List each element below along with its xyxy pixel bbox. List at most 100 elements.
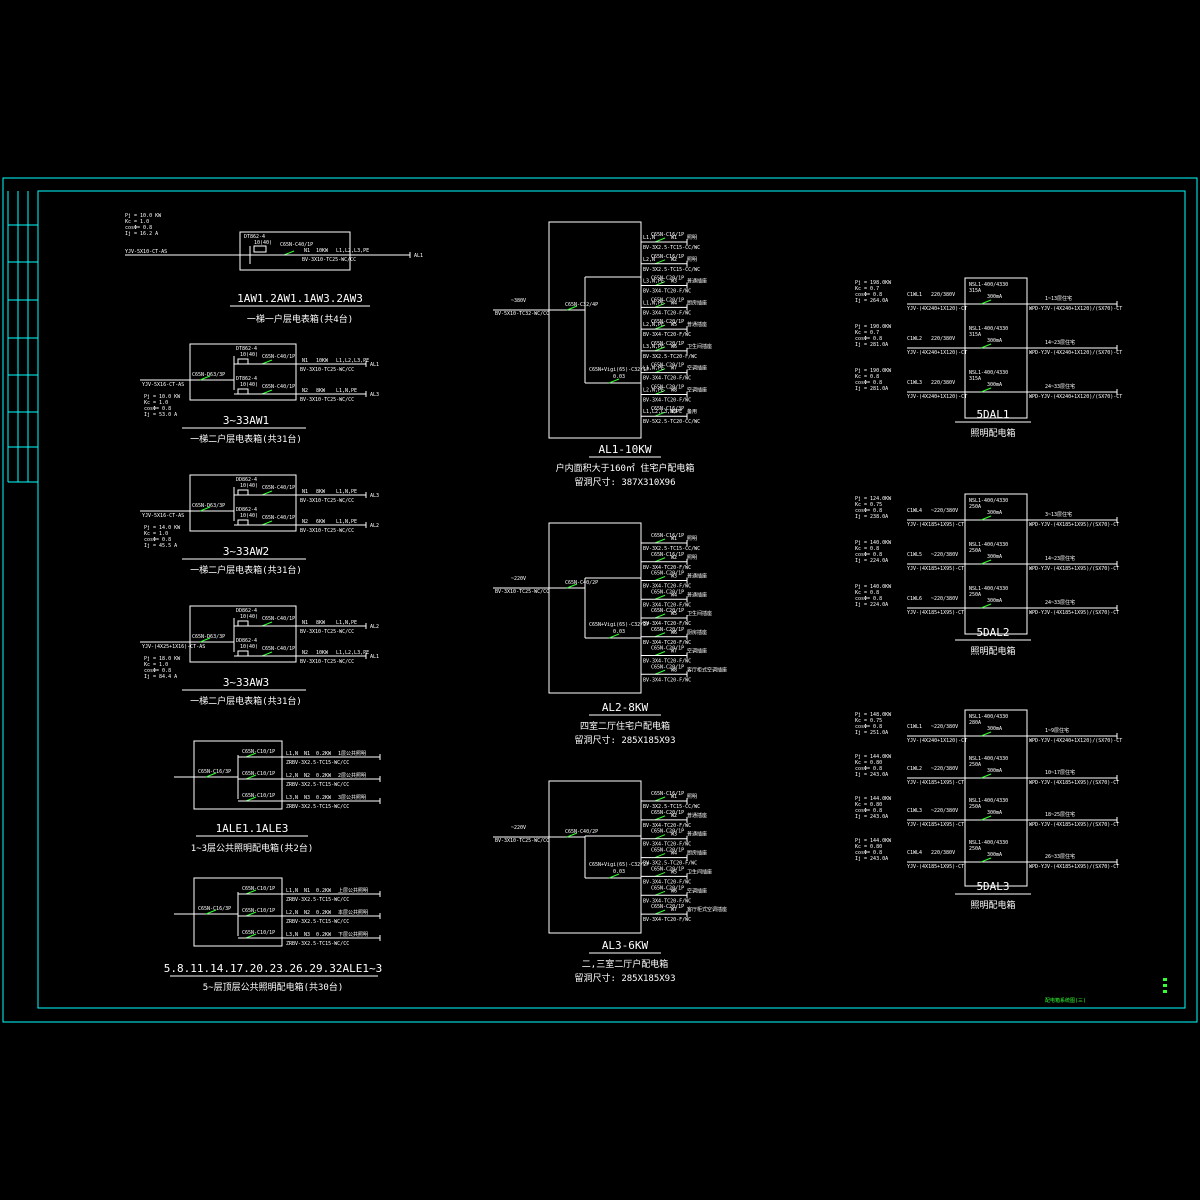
breaker-model: C65N-C20/1P <box>651 885 684 891</box>
out-kw: 0.2KW <box>316 910 332 916</box>
box-subtitle: 5~层顶层公共照明配电箱(共30台) <box>203 981 344 993</box>
out-cable: ZRBV-3X2.5-TC15-WC/CC <box>286 897 349 903</box>
load-parameter: Kc = 0.80 <box>855 760 882 766</box>
out-kw: 10KW <box>316 358 329 364</box>
out-cable: WPD-YJV-(4X185+1X95)/(SX70)-CT <box>1029 566 1119 572</box>
breaker-symbol <box>654 594 666 600</box>
rcd-model: C65N+Vigi(65)-C32/2P <box>589 862 649 868</box>
breaker-symbol <box>608 633 620 639</box>
load-parameter: Ij = 243.0A <box>855 814 888 820</box>
breaker-model: C65N-C20/1P <box>651 297 684 303</box>
box-name: 3~33AW3 <box>223 676 269 689</box>
breaker-model: C65N-C20/1P <box>651 627 684 633</box>
out-destination: 厨房插座 <box>687 629 707 636</box>
switch-model: NSL1-400/4330 <box>969 756 1008 762</box>
incoming-cable: YJV-(4X25+1X16)-CT-AS <box>142 644 205 650</box>
breaker-model: C65N-C20/1P <box>651 571 684 577</box>
load-parameter: Pj = 10.0 KW <box>144 394 181 400</box>
box-subtitle: 户内面积大于160㎡ 住宅户配电箱 <box>556 462 695 474</box>
feeder-voltage: 220/380V <box>931 292 955 298</box>
household-box-al1: ~380VBV-5X10-TC32-WC/CCC65N-C32/4PC65N+V… <box>493 221 712 488</box>
box-name: 3~33AW1 <box>223 414 269 427</box>
out-cable: WPD-YJV-(4X240+1X120)/(SX70)-CT <box>1029 350 1122 356</box>
feeder-cable: YJV-(4X185+1X95)-CT <box>907 864 964 870</box>
box-name: 5DAL3 <box>976 880 1009 893</box>
breaker-symbol <box>980 299 992 305</box>
meter-model: DT862-4 <box>236 346 257 352</box>
meter-symbol <box>237 358 249 365</box>
load-parameter: Kc = 1.0 <box>144 531 168 537</box>
out-destination: 1~13层住宅 <box>1045 295 1072 302</box>
out-line: N1 <box>302 358 308 364</box>
breaker-symbol <box>980 857 992 863</box>
meter-box-aw2: YJV-5X16-CT-ASC65N-D63/3PDD862-410(40)C6… <box>140 474 379 576</box>
breaker-symbol <box>654 632 666 638</box>
out-line: L3,N,PE <box>643 344 664 350</box>
rcd-setting: 300mA <box>987 852 1002 858</box>
load-parameter: Kc = 0.8 <box>855 374 879 380</box>
out-destination: AL1 <box>370 362 379 368</box>
load-parameter: Pj = 198.0KW <box>855 280 892 286</box>
box-name: 1AW1.2AW1.1AW3.2AW3 <box>237 292 363 305</box>
breaker-model: C65N-C20/1P <box>651 829 684 835</box>
breaker-model: C65N-C20/1P <box>651 363 684 369</box>
household-box-al2: ~220VBV-3X10-TC25-WC/CCC65N-C40/2PC65N+V… <box>493 522 727 746</box>
feeder-line: C1WL1 <box>907 292 922 298</box>
out-line: L3,N,PE <box>643 279 664 285</box>
breaker-symbol <box>654 346 666 352</box>
out-cable: BV-3X10-TC25-WC/CC <box>300 659 354 665</box>
box-name: 3~33AW2 <box>223 545 269 558</box>
breaker-model: C65N-C20/1P <box>651 810 684 816</box>
feeder-voltage: 220/380V <box>931 336 955 342</box>
load-parameter: cosΦ= 0.8 <box>855 724 882 730</box>
household-box-enclosure <box>548 221 642 439</box>
feeder-line: C1WL5 <box>907 552 922 558</box>
out-cable: BV-3X10-TC25-WC/CC <box>300 629 354 635</box>
switch-model: NSL1-400/4330 <box>969 498 1008 504</box>
out-cable: BV-3X4-TC20-F/WC <box>643 289 691 295</box>
load-parameter: Pj = 148.0KW <box>855 712 892 718</box>
switch-model: NSL1-400/4330 <box>969 586 1008 592</box>
feeder-voltage: ~220/380V <box>931 552 958 558</box>
meter-symbol <box>237 650 249 657</box>
incoming-cable: BV-3X10-TC25-WC/CC <box>495 589 549 595</box>
drawing-title: 配电箱系统图(三) <box>1045 997 1086 1004</box>
out-destination: 1~9层住宅 <box>1045 727 1069 734</box>
out-destination: 客厅柜式空调插座 <box>687 666 727 673</box>
inner-frame <box>37 190 1186 1009</box>
outer-frame <box>2 177 1198 1023</box>
load-parameter: Ij = 238.0A <box>855 514 888 520</box>
out-cable: BV-3X10-TC25-WC/CC <box>300 397 354 403</box>
breaker-symbol <box>199 506 211 512</box>
out-line: N2 <box>302 388 308 394</box>
out-circuit: W4 <box>671 592 677 598</box>
meter-rating: 10(40) <box>254 240 272 246</box>
out-destination: 客厅柜式空调插座 <box>687 906 727 913</box>
out-cable: BV-3X2.5-TC20-F/WC <box>643 861 697 867</box>
load-parameter: Ij = 224.0A <box>855 558 888 564</box>
out-circuit: N3 <box>304 932 310 938</box>
out-destination: 24~33层住宅 <box>1045 599 1075 606</box>
box-subtitle: 一梯二户层电表箱(共31台) <box>190 695 302 707</box>
rcd-setting: 300mA <box>987 554 1002 560</box>
breaker-model: C65N-C20/1P <box>651 866 684 872</box>
box-name: 5.8.11.14.17.20.23.26.29.32ALE1~3 <box>164 962 383 975</box>
out-phase: L1,N,PE <box>336 388 357 394</box>
out-cable: BV-3X4-TC20-F/WC <box>643 823 691 829</box>
feeder-line: C1WL1 <box>907 724 922 730</box>
feeder-cable: YJV-(4X240+1X120)-CT <box>907 394 967 400</box>
switch-rating: 250A <box>969 804 981 810</box>
breaker-symbol <box>566 832 578 838</box>
load-parameter: Kc = 0.75 <box>855 502 882 508</box>
feeder-voltage: ~220/380V <box>931 766 958 772</box>
switch-rating: 280A <box>969 720 981 726</box>
load-parameter: Kc = 0.7 <box>855 330 879 336</box>
out-destination: 26~33层住宅 <box>1045 853 1075 860</box>
meter-model: DD862-4 <box>236 477 257 483</box>
out-cable: WPD-YJV-(4X185+1X95)/(SX70)-CT <box>1029 610 1119 616</box>
breaker-symbol <box>245 933 257 939</box>
out-destination: 上层公共照明 <box>338 887 368 894</box>
breaker-symbol <box>654 651 666 656</box>
breaker-model: C65N-C20/1P <box>651 589 684 595</box>
switch-rating: 250A <box>969 846 981 852</box>
